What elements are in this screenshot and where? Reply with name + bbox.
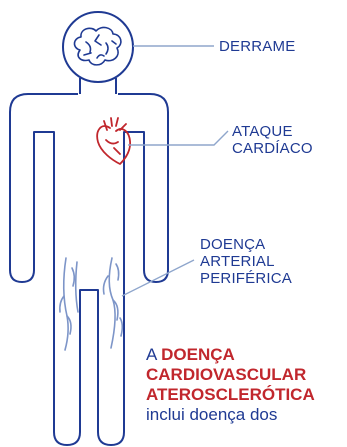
description-line-2: CARDIOVASCULAR	[146, 365, 347, 385]
body-outline	[10, 94, 168, 445]
description-line-4: inclui doença dos	[146, 405, 347, 425]
description-text: A DOENÇA CARDIOVASCULAR ATEROSCLERÓTICA …	[146, 345, 347, 425]
heart-icon	[97, 118, 130, 164]
stroke-label: DERRAME	[219, 38, 295, 55]
pad-leader-line	[122, 260, 194, 296]
heart-attack-label: ATAQUE CARDÍACO	[232, 123, 313, 157]
peripheral-artery-disease-label: DOENÇA ARTERIAL PERIFÉRICA	[200, 236, 292, 287]
description-line-1: A DOENÇA	[146, 345, 347, 365]
blood-vessel-icon	[60, 258, 122, 350]
head-outline	[63, 12, 133, 82]
brain-icon	[74, 27, 120, 64]
description-line-3: ATEROSCLERÓTICA	[146, 385, 347, 405]
